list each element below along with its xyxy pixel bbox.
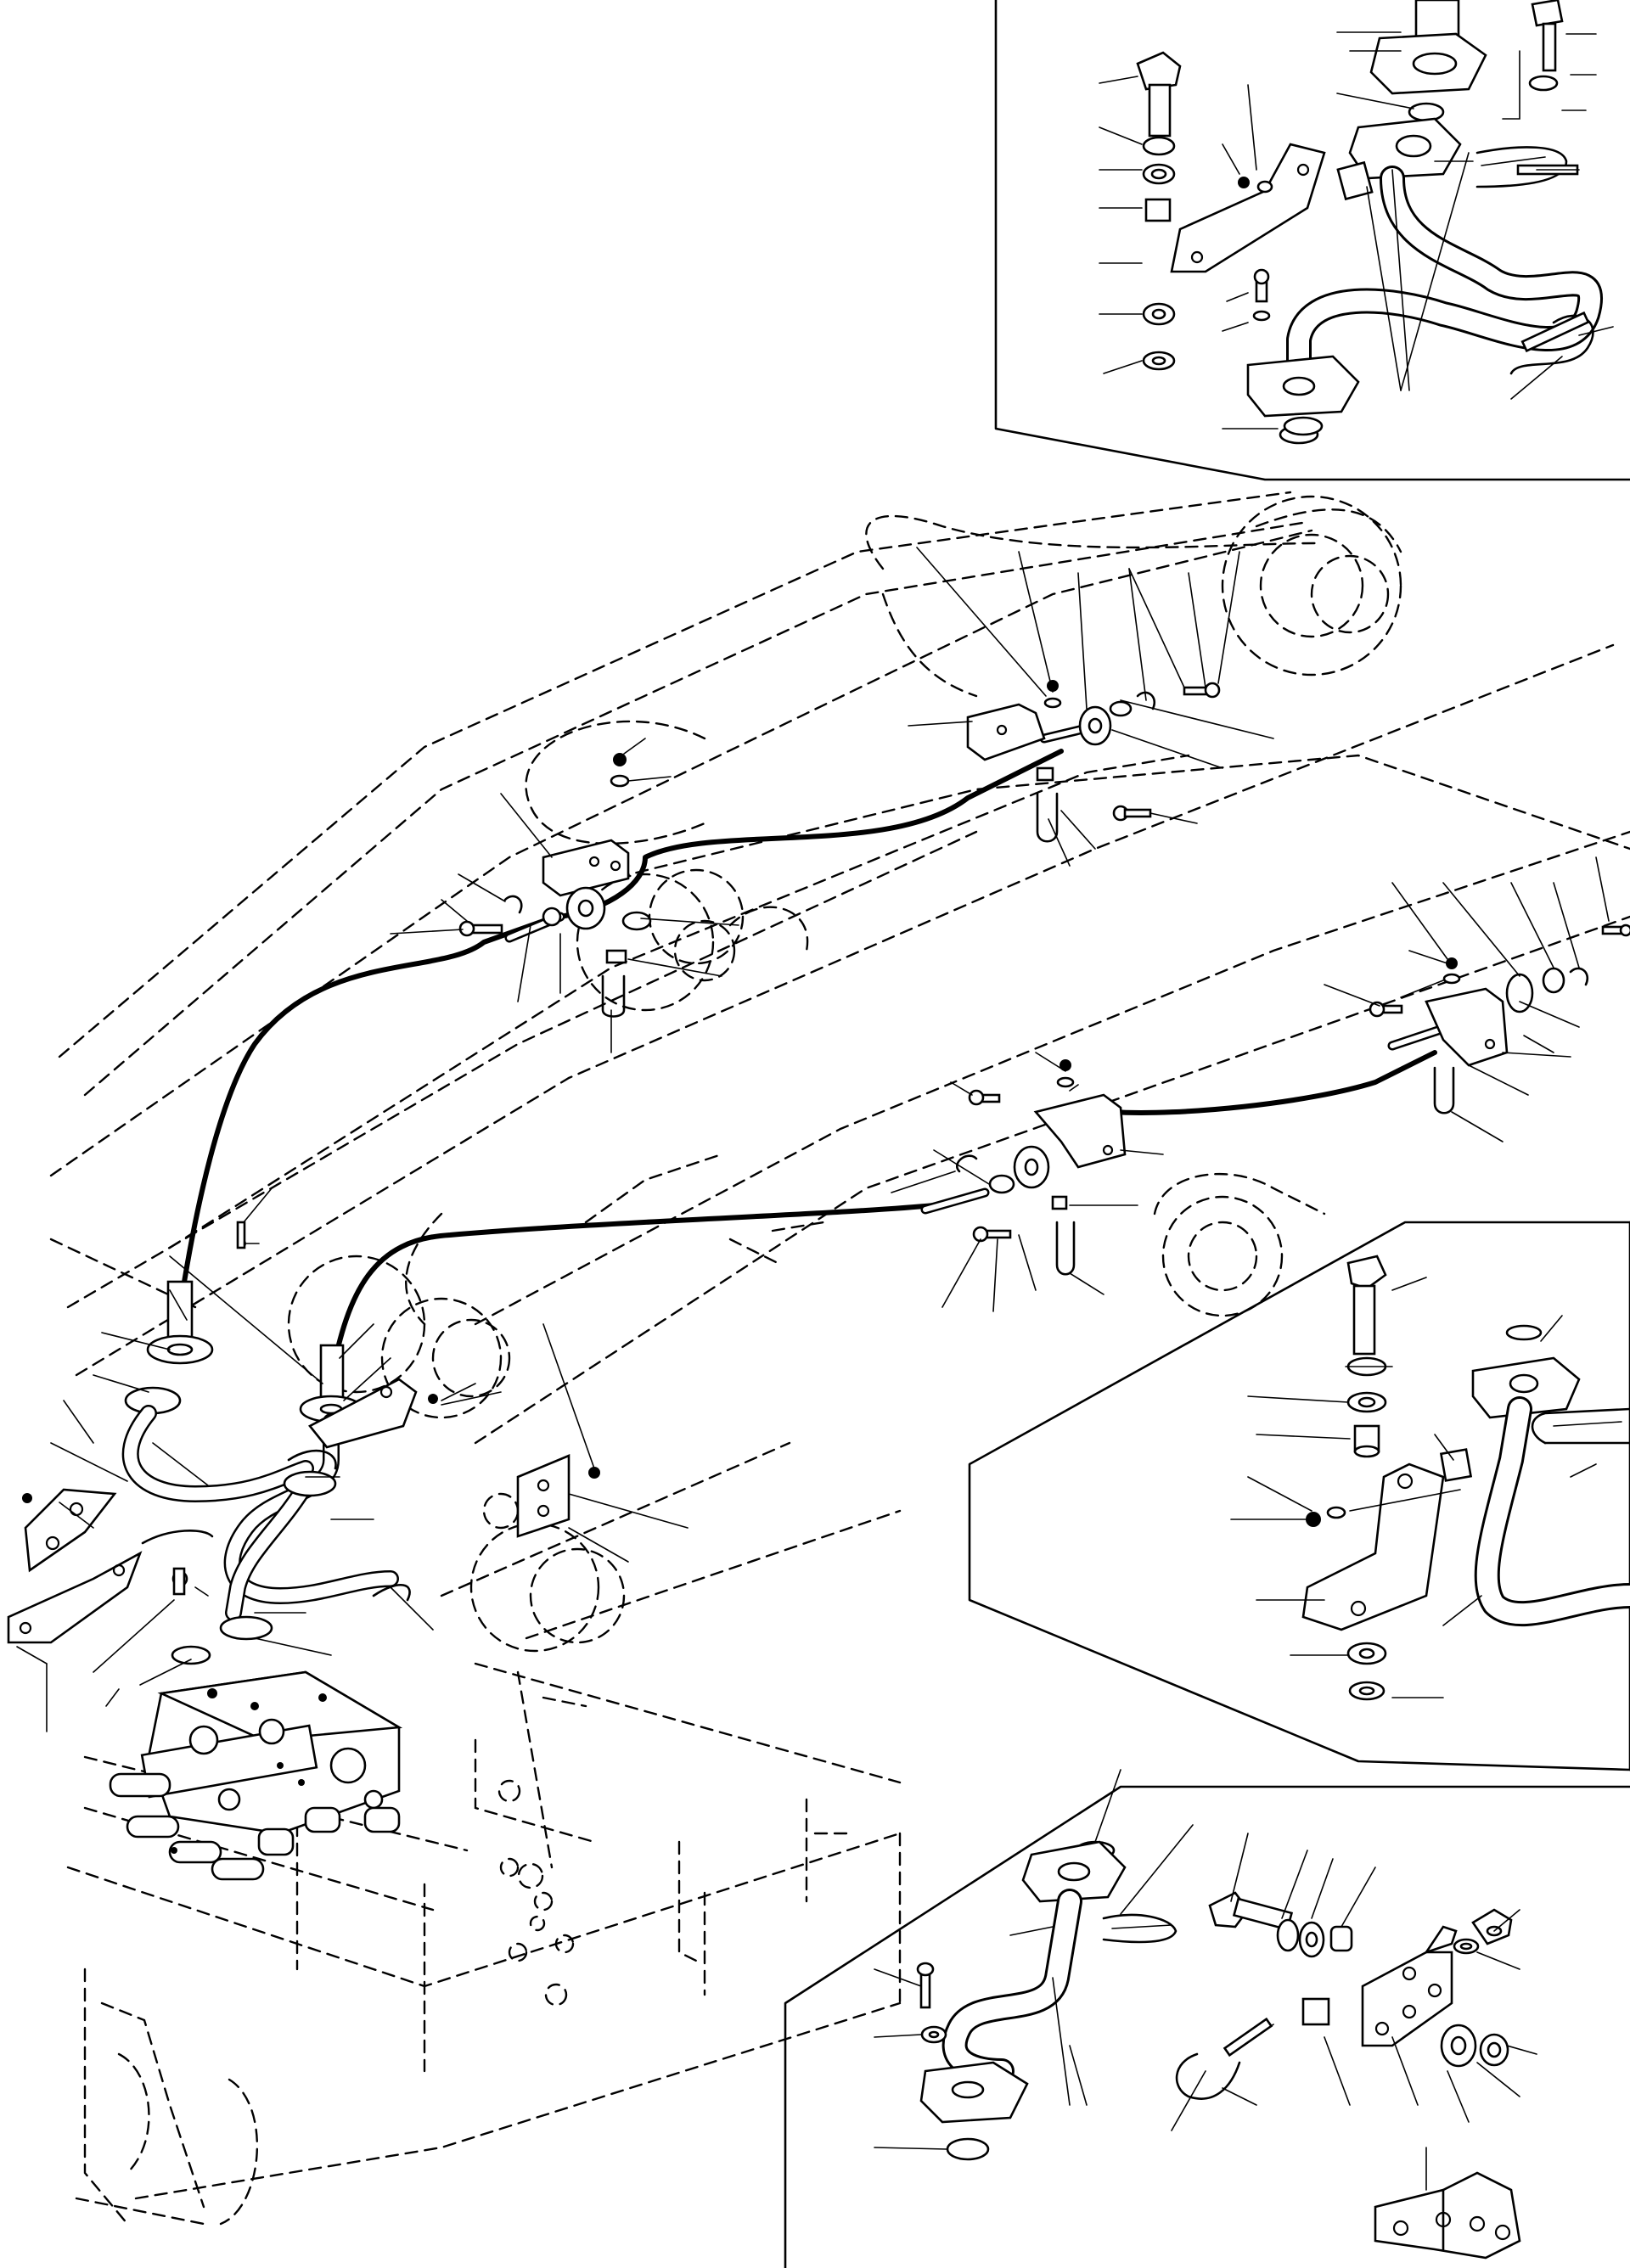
clamp-assembly-upper-left <box>458 753 652 1018</box>
inset-bottom-right-parts <box>916 1840 1521 2260</box>
main-hoses <box>176 723 1448 1382</box>
inset-top-right-parts <box>1136 0 1614 445</box>
machine-frame-outline <box>49 491 1630 2226</box>
clamp-assembly-upper-right <box>966 680 1221 843</box>
hose-end-fittings <box>124 1280 363 1423</box>
inset-frames <box>784 0 1630 2268</box>
clamp-assembly-right <box>1369 923 1630 1114</box>
control-valve <box>109 1670 403 1881</box>
clamp-assembly-middle <box>956 1059 1127 1276</box>
leader-lines <box>16 31 1610 2191</box>
pipe-assembly-left <box>7 1221 600 1665</box>
inset-middle-right-parts <box>1301 1255 1630 1701</box>
